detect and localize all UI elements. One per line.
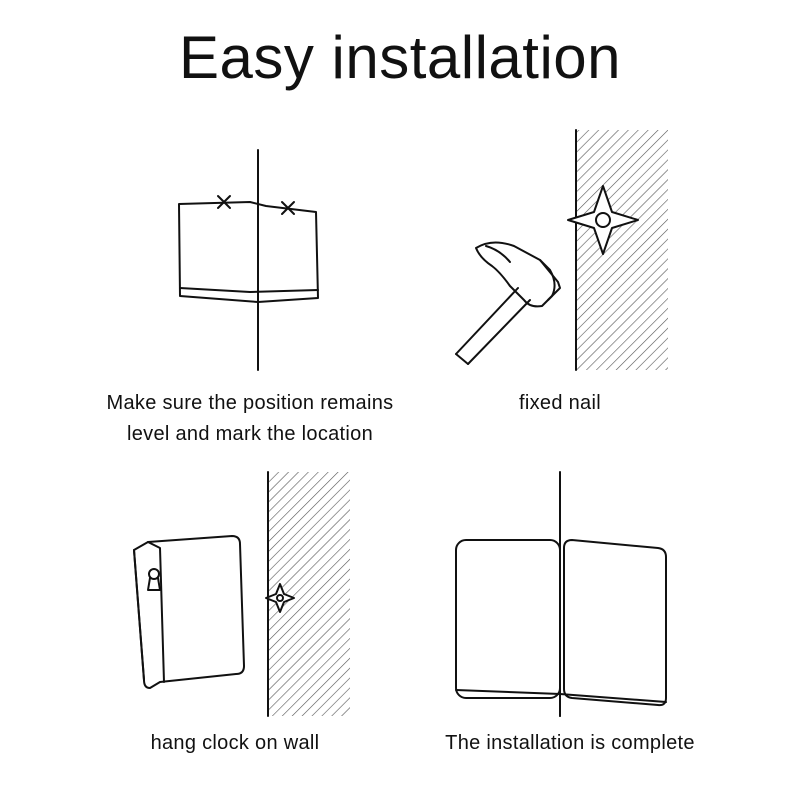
clock-box-outline <box>178 201 319 303</box>
hammer-icon <box>455 241 561 365</box>
clock-back-outline <box>133 535 245 689</box>
page-title: Easy installation <box>178 24 622 91</box>
clock-left-panel <box>455 539 561 699</box>
installed-clock-icon <box>455 471 667 717</box>
wall-hatch <box>576 130 668 370</box>
nail-star-icon <box>567 185 639 255</box>
step-2-caption: fixed nail <box>519 392 601 414</box>
mark-x-left-icon <box>217 195 231 209</box>
level-mark-icon <box>178 149 319 371</box>
step-3-caption: hang clock on wall <box>150 732 320 754</box>
hang-clock-icon <box>133 471 350 717</box>
step-1-caption: Make sure the position remains level and… <box>106 392 394 445</box>
hammer-nail-icon <box>455 129 668 371</box>
clock-right-panel <box>563 539 667 707</box>
nail-star-icon <box>265 583 295 613</box>
mark-x-right-icon <box>281 201 295 215</box>
step-4-caption: The installation is complete <box>445 732 695 754</box>
keyhole-icon <box>147 568 161 591</box>
